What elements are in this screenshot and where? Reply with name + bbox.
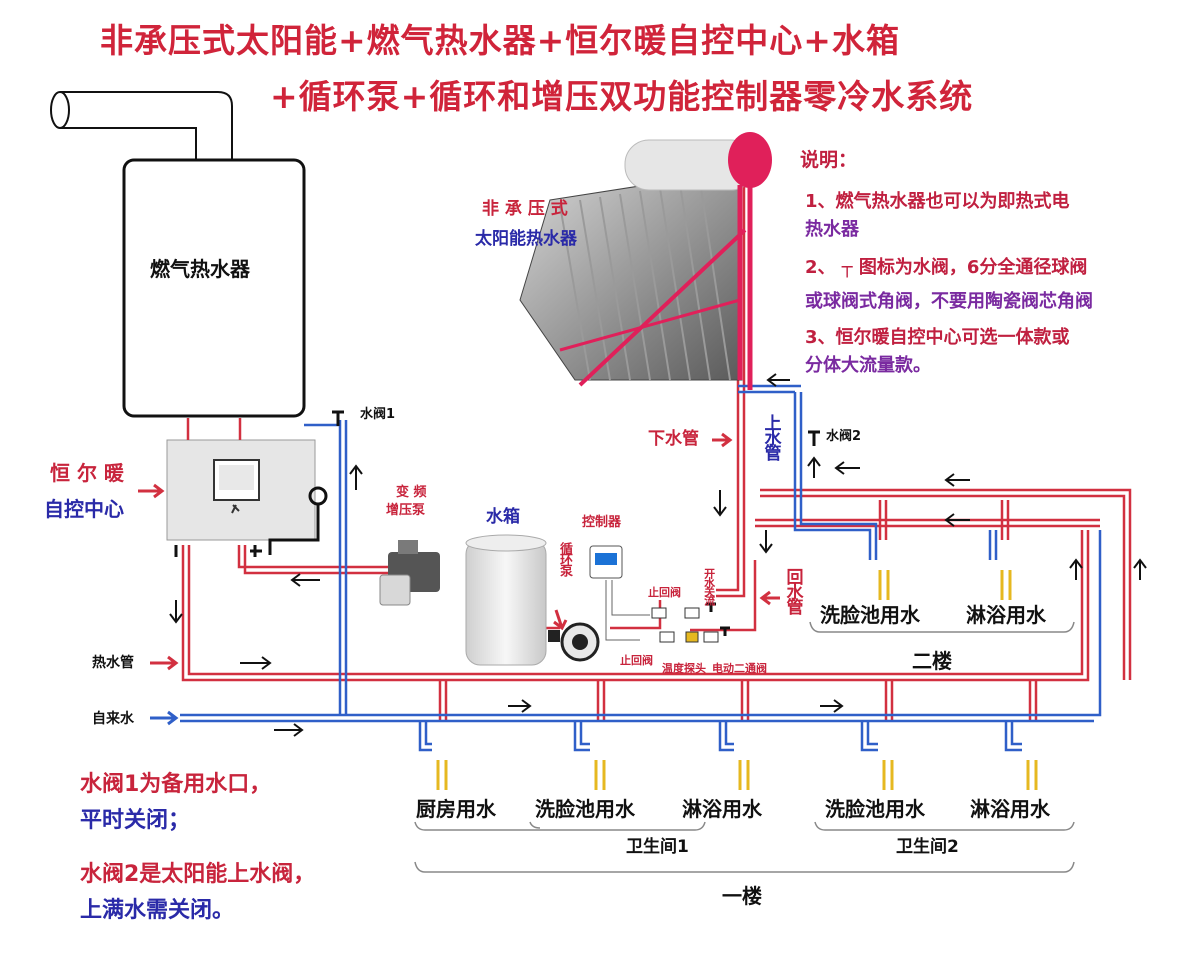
note-2a: 2、 ┬ 图标为水阀，6分全通径球阀 <box>805 257 1088 278</box>
circulation-pump <box>548 622 600 662</box>
basin-1f-a-label: 洗脸池用水 <box>535 797 635 821</box>
group-brackets <box>414 621 1075 873</box>
cold-water-pipes <box>180 384 1102 752</box>
check-valve-upper-label: 止回阀 <box>648 586 681 599</box>
control-center <box>166 439 316 541</box>
notes-heading: 说明： <box>800 149 858 171</box>
tap-water-label: 自来水 <box>92 711 134 727</box>
outlet-markers <box>436 570 1038 790</box>
shower-2f-label: 淋浴用水 <box>966 603 1046 627</box>
red-pointer-arrows <box>138 432 780 671</box>
control-center-label-2: 自控中心 <box>44 497 124 521</box>
valve-symbols <box>174 410 820 636</box>
solar-water-heater <box>519 132 772 390</box>
note-2b: 或球阀式角阀，不要用陶瓷阀芯角阀 <box>805 291 1093 312</box>
shower-1f-b-label: 淋浴用水 <box>970 797 1050 821</box>
note-1a: 1、燃气热水器也可以为即热式电 <box>805 191 1070 212</box>
water-tank <box>465 534 547 666</box>
solar-label-1: 非 承 压 式 <box>482 199 568 219</box>
floor-2-label: 二楼 <box>912 649 952 673</box>
downpipe-label: 下水管 <box>648 429 699 449</box>
tank-label: 水箱 <box>486 507 520 527</box>
check-valve-lower-label: 止回阀 <box>620 654 653 667</box>
solar-label-2: 太阳能热水器 <box>475 229 577 249</box>
inline-fittings <box>651 607 719 643</box>
motor-valve-label: 电动二通阀 <box>712 662 767 675</box>
valve2-label: 水阀2 <box>826 429 862 444</box>
gas-heater <box>122 158 306 418</box>
flow-switch-label: 开水关流 <box>702 568 716 604</box>
flue-pipe <box>50 91 233 160</box>
bathroom-2-label: 卫生间2 <box>896 837 959 857</box>
title-line-1: 非承压式太阳能+燃气热水器+恒尔暖自控中心+水箱 <box>100 21 900 60</box>
booster-pump <box>379 540 440 606</box>
blue-pointer-arrows <box>150 710 179 726</box>
return-pipe-label: 回水管 <box>782 568 803 613</box>
note-1b: 热水器 <box>805 219 859 240</box>
note-3a: 3、恒尔暖自控中心可选一体款或 <box>805 327 1070 348</box>
bottom-note-b1: 水阀2是太阳能上水阀， <box>80 862 316 887</box>
bottom-note-a2: 平时关闭； <box>80 808 191 833</box>
controller-device <box>589 545 650 641</box>
valve1-label: 水阀1 <box>360 407 396 422</box>
floor-1-label: 一楼 <box>722 884 762 908</box>
temp-probe-label: 温度探头 <box>662 662 706 675</box>
gas-heater-label: 燃气热水器 <box>150 257 250 281</box>
uppipe-label: 上水管 <box>760 414 781 459</box>
control-center-label-1: 恒 尔 暖 <box>50 461 124 485</box>
title-line-2: +循环泵+循环和增压双功能控制器零冷水系统 <box>270 77 974 116</box>
booster-label-2: 增压泵 <box>386 503 426 518</box>
kitchen-label: 厨房用水 <box>416 797 496 821</box>
basin-1f-b-label: 洗脸池用水 <box>825 797 925 821</box>
shower-1f-a-label: 淋浴用水 <box>682 797 762 821</box>
hot-pipe-label: 热水管 <box>92 655 134 671</box>
flow-arrows <box>169 373 1147 737</box>
bathroom-1-label: 卫生间1 <box>626 837 689 857</box>
bottom-note-a1: 水阀1为备用水口， <box>80 772 272 797</box>
note-3b: 分体大流量款。 <box>805 355 931 376</box>
controller-label: 控制器 <box>582 515 622 530</box>
basin-2f-label: 洗脸池用水 <box>820 603 920 627</box>
bottom-note-b2: 上满水需关闭。 <box>80 898 235 923</box>
circ-pump-label: 循环泵 <box>556 542 572 575</box>
booster-label-1: 变 频 <box>396 485 427 500</box>
